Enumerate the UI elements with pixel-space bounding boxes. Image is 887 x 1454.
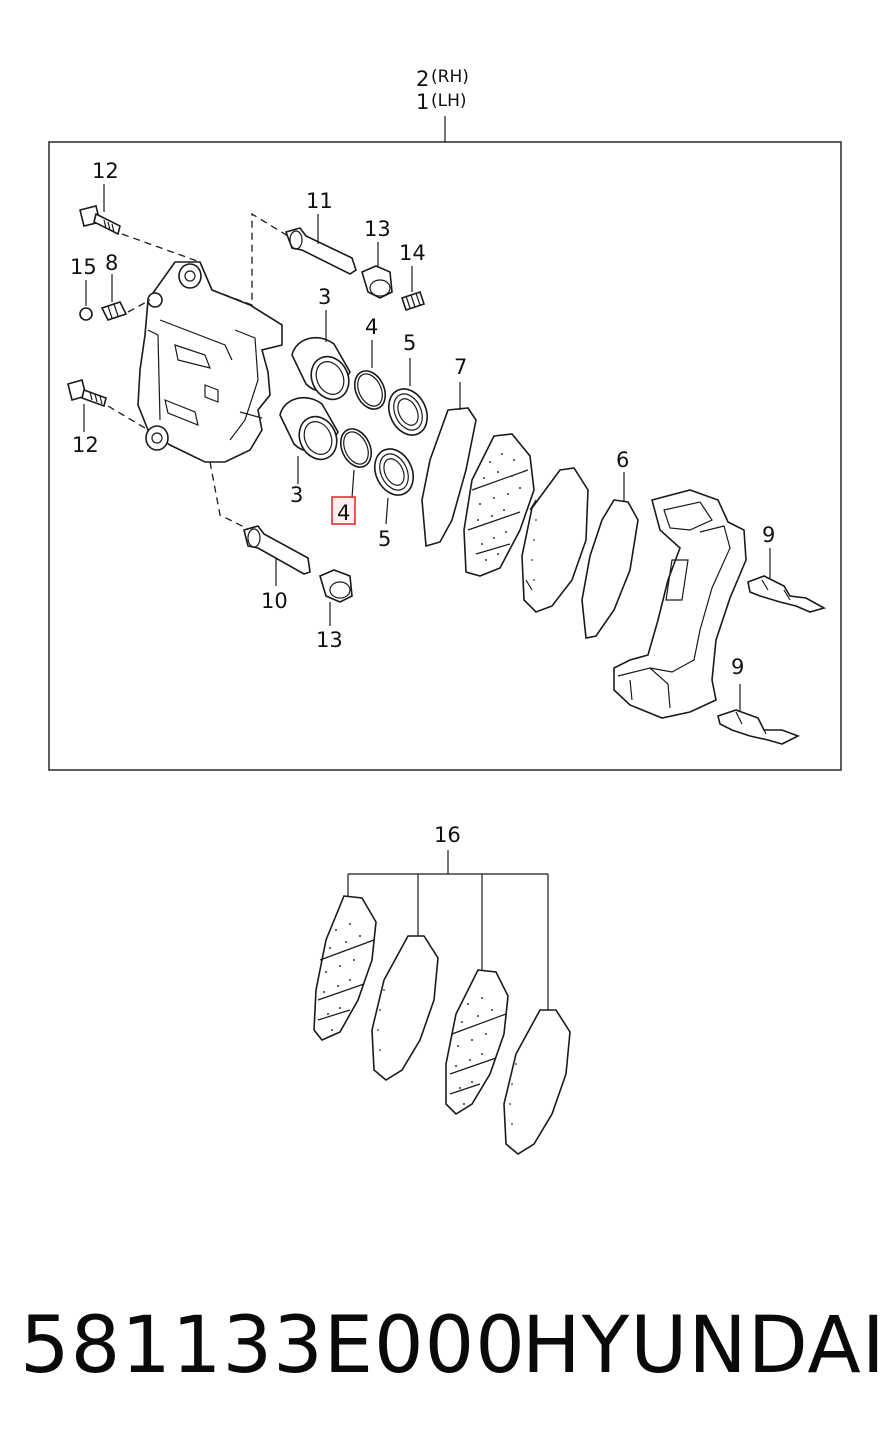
bleeder-screw (100, 274, 151, 321)
part-number: 581133E000 (20, 1301, 526, 1391)
callout-3-bottom: 3 (290, 483, 303, 507)
kit-pad-3 (445, 969, 509, 1116)
callout-16: 16 (434, 823, 461, 847)
pad-friction-dots (477, 453, 521, 561)
bleeder-cap (79, 280, 93, 321)
anti-squeal-shim-inner (421, 382, 477, 548)
callout-6: 6 (616, 448, 629, 472)
callout-11: 11 (306, 189, 333, 213)
callout-12-top: 12 (92, 159, 119, 183)
guide-pin-upper (284, 214, 357, 275)
callout-5-top: 5 (403, 331, 416, 355)
pad-kit: 16 (313, 823, 571, 1155)
callout-1: 1 (416, 90, 429, 114)
callout-3-top: 3 (318, 285, 331, 309)
piston-upper (291, 310, 351, 401)
anti-squeal-shim-outer (581, 472, 639, 639)
callout-14: 14 (399, 241, 426, 265)
callout-4-highlight: 4 (337, 501, 350, 525)
piston-seal-lower (339, 428, 373, 499)
assembly-callout: 2 (RH) 1 (LH) (416, 67, 469, 142)
dust-boot-lower (373, 448, 415, 525)
boot-lower (319, 569, 353, 626)
caliper-housing (137, 261, 283, 463)
callout-4-top: 4 (365, 315, 378, 339)
dust-boot-upper (387, 358, 429, 436)
callout-5-bottom: 5 (378, 527, 391, 551)
boot-upper (361, 242, 393, 299)
callout-rh-label: (RH) (431, 67, 469, 87)
callout-7: 7 (454, 355, 467, 379)
highlight-box (331, 496, 356, 525)
callout-10: 10 (261, 589, 288, 613)
assembly-frame (48, 141, 842, 771)
mounting-bolt-upper (79, 184, 201, 263)
spring-part (400, 266, 426, 312)
callout-13-bottom: 13 (316, 628, 343, 652)
mounting-bolt-lower (67, 379, 146, 432)
pad-retainer-clip-lower (717, 684, 800, 745)
callout-15: 15 (70, 255, 97, 279)
pad-retainer-clip-upper (747, 548, 827, 613)
callout-12-bottom: 12 (72, 433, 99, 457)
brake-pad-inner (463, 433, 535, 577)
callout-13-top: 13 (364, 217, 391, 241)
piston-seal-upper (353, 340, 387, 410)
kit-pad-1 (313, 895, 377, 1041)
brand-name: HYUNDAI (522, 1301, 886, 1391)
callout-9-bottom: 9 (731, 655, 744, 679)
brake-pad-outer (521, 467, 589, 613)
callout-8: 8 (105, 251, 118, 275)
kit-pad-4 (503, 1009, 571, 1155)
kit-pad-2 (371, 935, 439, 1081)
guide-pin-lower (243, 525, 311, 586)
pad-outer-dots (531, 519, 537, 581)
callout-lh-label: (LH) (431, 91, 467, 111)
highlighted-callout-4[interactable]: 4 (331, 496, 356, 525)
callout-labels: 12 11 13 14 15 8 3 4 5 7 12 3 5 6 9 10 1… (70, 159, 775, 679)
callout-9-top: 9 (762, 523, 775, 547)
callout-2: 2 (416, 67, 429, 91)
brake-caliper-exploded-diagram: 2 (RH) 1 (LH) (48, 67, 842, 1155)
piston-lower (279, 396, 339, 484)
caliper-carrier (613, 489, 747, 719)
